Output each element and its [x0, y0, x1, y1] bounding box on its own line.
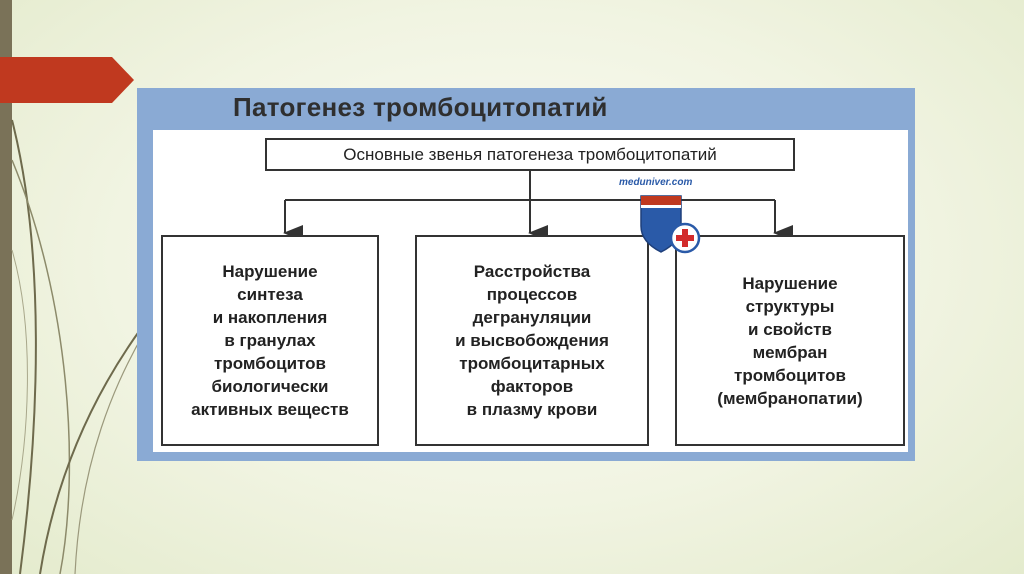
diagram-frame: Патогенез тромбоцитопатий Основные звень…: [137, 88, 915, 461]
arrow-tab-icon: [0, 57, 134, 103]
decorative-curves: [11, 119, 166, 574]
branch-node-degranulation-text: Расстройства процессов дегрануляции и вы…: [455, 262, 609, 419]
branch-node-degranulation: Расстройства процессов дегрануляции и вы…: [415, 235, 649, 446]
medical-cross-shield-icon: [640, 195, 701, 254]
branch-node-synthesis-text: Нарушение синтеза и накопления в гранула…: [191, 262, 349, 419]
root-node: Основные звенья патогенеза тромбоцитопат…: [265, 138, 795, 171]
connector-lines: [283, 171, 793, 241]
branch-node-synthesis: Нарушение синтеза и накопления в гранула…: [161, 235, 379, 446]
left-side-bar: [0, 0, 12, 574]
branch-node-membranes-text: Нарушение структуры и свойств мембран тр…: [717, 273, 863, 408]
diagram-title: Патогенез тромбоцитопатий: [233, 92, 608, 122]
branch-node-membranes: Нарушение структуры и свойств мембран тр…: [675, 235, 905, 446]
watermark-text: meduniver.com: [619, 177, 693, 188]
